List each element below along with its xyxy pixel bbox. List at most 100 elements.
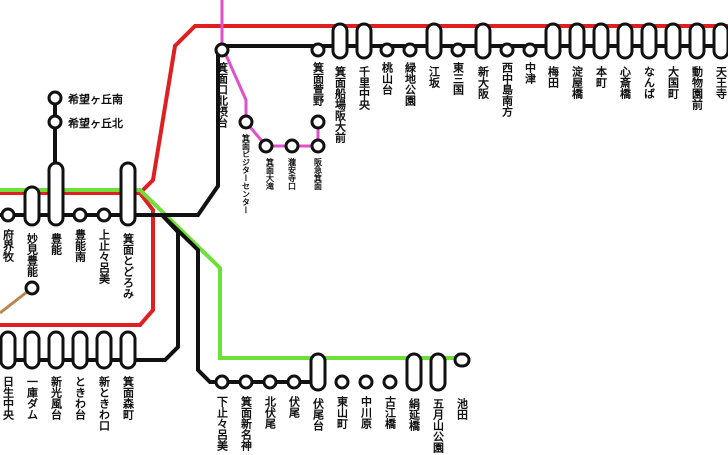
station-marker[interactable] <box>616 22 634 60</box>
label-minoo-shinmyojin: 箕面新名神 <box>240 395 254 452</box>
label-satsukiyama-koen: 五月山公園 <box>432 398 446 454</box>
label-minoo-kita-settsu: 箕面口北摂台 <box>216 61 230 129</box>
label-nakagawara: 中川原 <box>360 395 374 430</box>
label-higashiyamacho: 東山町 <box>336 395 349 430</box>
black-line-kitasettsu <box>222 46 318 146</box>
label-ichiko-dam: 一庫ダム <box>26 376 39 420</box>
station-marker[interactable] <box>544 22 562 60</box>
station-marker[interactable] <box>238 374 254 390</box>
station-marker[interactable] <box>95 330 113 370</box>
label-momoyamadai: 桃山台 <box>381 61 394 96</box>
label-kamitodoromi: 上止々呂美 <box>98 228 111 285</box>
station-marker[interactable] <box>119 161 137 227</box>
station-marker[interactable] <box>664 22 682 60</box>
label-kinubashi: 絹延橋 <box>408 397 422 432</box>
stations-middle <box>0 161 137 296</box>
label-tokiwadai: ときわ台 <box>74 376 87 421</box>
label-namba: なんば <box>643 66 656 100</box>
label-fuchimaki: 府界牧 <box>2 228 15 263</box>
station-marker[interactable] <box>72 207 88 223</box>
station-marker[interactable] <box>522 42 538 58</box>
station-marker[interactable] <box>47 161 65 227</box>
station-marker[interactable] <box>23 330 41 370</box>
label-hommachi: 本町 <box>595 65 608 89</box>
station-marker[interactable] <box>310 138 326 154</box>
station-marker[interactable] <box>474 22 492 60</box>
label-minoo-kayano: 箕面萱野 <box>312 61 326 107</box>
station-marker[interactable] <box>71 330 89 370</box>
station-marker[interactable] <box>96 207 112 223</box>
label-minoo-todoromi: 箕面とどろみ <box>122 232 136 300</box>
station-marker[interactable] <box>310 42 326 58</box>
station-marker[interactable] <box>119 330 137 370</box>
label-yodoyabashi: 淀屋橋 <box>571 65 584 100</box>
label-minoo-funaba: 箕面船場阪大前 <box>334 65 348 144</box>
station-marker[interactable] <box>358 374 374 390</box>
label-hankyu-minoo: 阪急箕面 <box>313 157 323 191</box>
station-marker[interactable] <box>405 352 423 392</box>
station-marker[interactable] <box>425 22 443 60</box>
label-kibogaoka-minami: 希望ヶ丘南 <box>67 92 123 106</box>
label-daikokucho: 大国町 <box>667 65 680 100</box>
stations-top <box>214 22 728 60</box>
green-line <box>0 188 462 360</box>
station-marker[interactable] <box>712 22 728 60</box>
station-marker[interactable] <box>379 42 395 58</box>
label-ryokuchi-koen: 緑地公園 <box>404 61 417 107</box>
station-marker[interactable] <box>382 374 398 390</box>
station-marker[interactable] <box>568 22 586 60</box>
station-marker[interactable] <box>640 22 658 60</box>
station-marker[interactable] <box>453 352 471 368</box>
label-umeda: 梅田 <box>547 65 560 89</box>
station-marker[interactable] <box>429 352 447 392</box>
station-marker[interactable] <box>331 22 349 60</box>
red-line-top <box>0 24 728 195</box>
station-marker[interactable] <box>262 374 278 390</box>
magenta-line <box>220 0 320 148</box>
station-marker[interactable] <box>284 138 300 154</box>
station-marker[interactable] <box>47 114 63 130</box>
label-shinsaibashi: 心斎橋 <box>619 66 632 100</box>
station-marker[interactable] <box>258 138 274 154</box>
red-line-lower <box>0 191 155 327</box>
label-fushiodai: 伏尾台 <box>312 397 326 432</box>
label-senri-chuo: 千里中央 <box>358 65 371 111</box>
station-marker[interactable] <box>402 42 418 58</box>
station-marker[interactable] <box>592 22 610 60</box>
station-marker[interactable] <box>310 114 326 130</box>
stations-bottom-left <box>0 330 137 370</box>
label-ikeda: 池田 <box>456 397 469 421</box>
label-minoo-otaki: 箕面大滝 <box>266 157 275 191</box>
station-marker[interactable] <box>214 42 230 58</box>
label-myoken-toyono: 妙見豊能 <box>26 232 40 278</box>
label-visitor-center: 箕面ビジターセンター <box>242 133 251 214</box>
station-marker[interactable] <box>0 330 17 370</box>
station-marker[interactable] <box>24 280 40 296</box>
station-marker[interactable] <box>47 330 65 370</box>
station-marker[interactable] <box>47 90 63 106</box>
station-marker[interactable] <box>238 114 254 130</box>
label-kibogaoka-kita: 希望ヶ丘北 <box>67 116 123 130</box>
labels-magenta: 箕面ビジターセンター 箕面大滝 瀧安寺口 阪急箕面 <box>242 133 323 214</box>
station-marker[interactable] <box>355 22 373 60</box>
station-marker[interactable] <box>214 374 230 390</box>
label-shin-osaka: 新大阪 <box>477 65 490 100</box>
station-marker[interactable] <box>688 22 706 60</box>
station-marker[interactable] <box>450 42 466 58</box>
label-minoo-morimachi: 箕面森町 <box>122 375 136 421</box>
station-marker[interactable] <box>334 374 350 390</box>
label-toyono: 豊能 <box>50 232 63 256</box>
labels-middle: 府界牧 妙見豊能 豊能 豊能南 上止々呂美 箕面とどろみ <box>2 228 136 300</box>
station-marker[interactable] <box>286 374 302 390</box>
label-esaka: 江坂 <box>428 65 441 89</box>
label-fushio: 伏尾 <box>288 395 302 419</box>
station-marker[interactable] <box>23 185 41 227</box>
station-marker[interactable] <box>499 42 515 58</box>
stations-bottom-right <box>214 352 471 392</box>
station-marker[interactable] <box>0 207 16 223</box>
stations-kibo <box>47 90 63 130</box>
station-marker[interactable] <box>309 352 327 392</box>
label-tennoji: 天王寺 <box>715 66 728 100</box>
